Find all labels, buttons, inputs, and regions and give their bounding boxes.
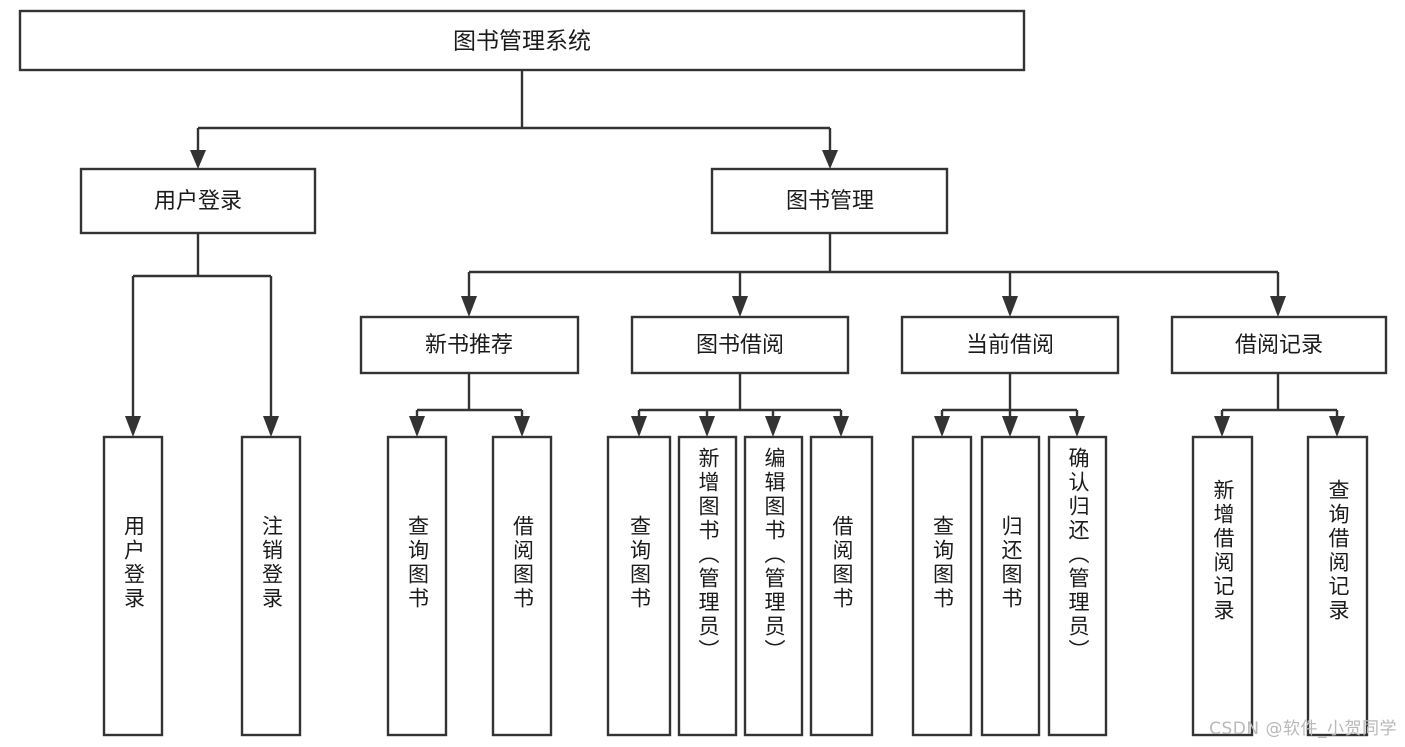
- leaf-box-borrow-book-4[interactable]: [809, 435, 874, 737]
- node-current-borrow[interactable]: 当前借阅: [900, 315, 1120, 375]
- arrow-head-borrowbook-2: [699, 416, 715, 437]
- node-root-box[interactable]: [18, 9, 1026, 72]
- arrow-head-borrowbook-1: [631, 416, 647, 437]
- node-borrow-record-box[interactable]: [1170, 315, 1388, 375]
- leaf-box-new-book-2[interactable]: [491, 435, 553, 737]
- arrow-head-books-3: [1002, 296, 1018, 317]
- arrow-head-user-leaf-2: [263, 416, 279, 437]
- node-root-label: 图书管理系统: [453, 29, 591, 55]
- leaf-box-current-borrow-2[interactable]: [980, 435, 1041, 737]
- arrow-head-record-2: [1329, 416, 1345, 437]
- node-borrow-record-label: 借阅记录: [1235, 333, 1323, 358]
- leaf-box-user-login-1[interactable]: [102, 435, 164, 737]
- leaf-box-borrow-book-2[interactable]: [677, 435, 738, 737]
- arrow-head-newbook-2: [514, 416, 530, 437]
- node-root[interactable]: 图书管理系统: [18, 9, 1026, 72]
- arrow-head-record-1: [1214, 416, 1230, 437]
- leaf-box-current-borrow-3[interactable]: [1047, 435, 1108, 737]
- arrow-head-books-4: [1270, 296, 1286, 317]
- arrow-head-books-1: [461, 296, 477, 317]
- node-user-login-label: 用户登录: [154, 189, 242, 214]
- node-borrow-book-label: 图书借阅: [696, 333, 784, 358]
- arrow-head-borrowbook-4: [833, 416, 849, 437]
- arrow-head-current-2: [1002, 416, 1018, 437]
- arrow-head-borrowbook-3: [765, 416, 781, 437]
- connector-group-new-book: [409, 373, 530, 437]
- node-book-manage-box[interactable]: [710, 167, 949, 235]
- arrow-head-books-2: [732, 296, 748, 317]
- leaf-box-new-book-1[interactable]: [386, 435, 448, 737]
- leaf-box-borrow-record-1[interactable]: [1191, 435, 1254, 737]
- node-new-book-box[interactable]: [359, 315, 580, 375]
- leaf-box-borrow-record-2[interactable]: [1306, 435, 1369, 737]
- node-new-book[interactable]: 新书推荐: [359, 315, 580, 375]
- node-new-book-label: 新书推荐: [425, 333, 513, 358]
- arrow-head-newbook-1: [409, 416, 425, 437]
- arrow-head-root-to-user: [190, 150, 206, 169]
- connector-group-root: [190, 70, 838, 169]
- node-user-login[interactable]: 用户登录: [79, 167, 317, 235]
- node-user-login-box[interactable]: [79, 167, 317, 235]
- arrow-head-user-leaf-1: [125, 416, 141, 437]
- leaf-box-current-borrow-1[interactable]: [911, 435, 973, 737]
- leaf-box-user-login-2[interactable]: [240, 435, 302, 737]
- leaf-box-borrow-book-1[interactable]: [606, 435, 672, 737]
- connector-group-borrow-record: [1214, 373, 1345, 437]
- node-book-manage[interactable]: 图书管理: [710, 167, 949, 235]
- node-borrow-record[interactable]: 借阅记录: [1170, 315, 1388, 375]
- connector-group-borrow-book: [631, 373, 849, 437]
- arrow-head-root-to-books: [822, 150, 838, 169]
- csdn-watermark: CSDN @软件_小贺同学: [1209, 719, 1397, 739]
- connector-group-books: [461, 233, 1286, 317]
- node-current-borrow-label: 当前借阅: [966, 333, 1054, 358]
- node-borrow-book[interactable]: 图书借阅: [630, 315, 850, 375]
- leaf-box-borrow-book-3[interactable]: [743, 435, 804, 737]
- arrow-head-current-3: [1069, 416, 1085, 437]
- arrow-head-current-1: [934, 416, 950, 437]
- connector-group-current-borrow: [934, 373, 1085, 437]
- node-current-borrow-box[interactable]: [900, 315, 1120, 375]
- node-borrow-book-box[interactable]: [630, 315, 850, 375]
- node-book-manage-label: 图书管理: [786, 189, 874, 214]
- connector-group-user-login: [125, 233, 279, 437]
